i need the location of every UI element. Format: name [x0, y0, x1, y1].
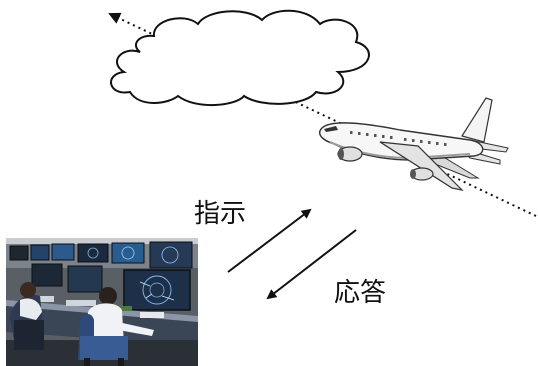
flight-path-line [108, 12, 537, 217]
instruction-arrow [227, 208, 312, 273]
response-arrow [266, 229, 357, 300]
response-label: 応答 [334, 278, 387, 308]
cloud-icon [110, 9, 370, 107]
airplane-icon [318, 97, 509, 191]
atc-control-room-photo [6, 238, 198, 366]
instruction-label: 指示 [194, 199, 247, 229]
